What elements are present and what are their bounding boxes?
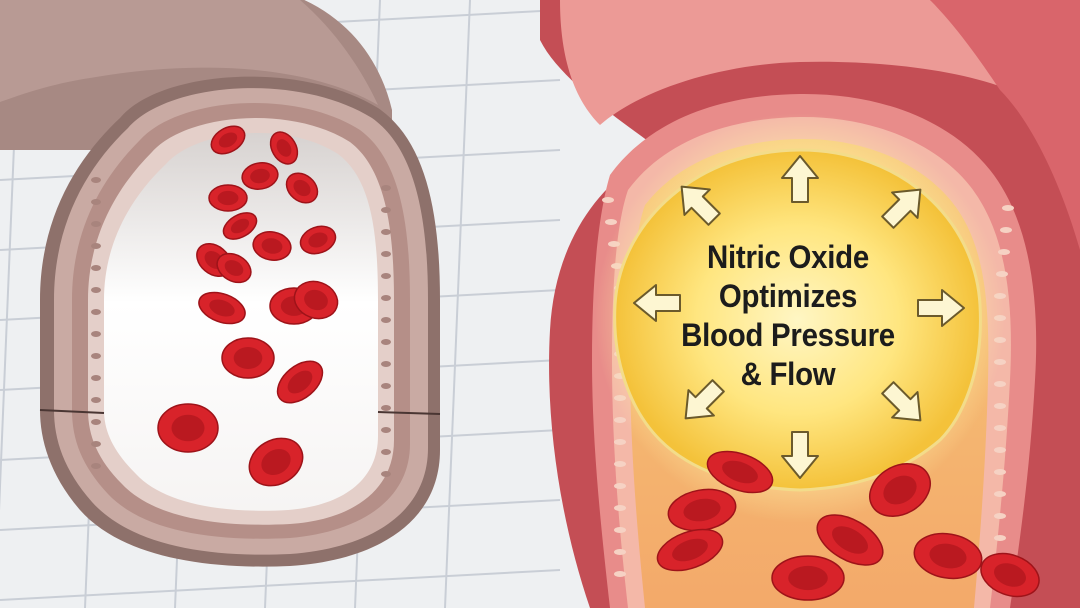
red-blood-cell-icon — [869, 463, 931, 517]
red-blood-cell-icon — [980, 552, 1040, 598]
red-blood-cell-icon — [771, 555, 845, 601]
red-blood-cell-icon — [210, 125, 246, 155]
caption-line-2: Optimizes — [718, 278, 858, 314]
constricted-vessel-icon — [0, 0, 441, 567]
red-blood-cell-icon — [816, 514, 884, 566]
caption-line-3: Blood Pressure — [681, 317, 895, 353]
expansion-arrow-icon — [633, 284, 681, 322]
expansion-arrow-icon — [881, 381, 922, 422]
red-blood-cell-icon — [221, 337, 275, 379]
caption-line-1: Nitric Oxide — [707, 239, 869, 275]
red-blood-cell-icon — [208, 184, 248, 212]
expansion-arrow-icon — [781, 431, 819, 479]
expansion-arrow-icon — [684, 379, 725, 420]
red-blood-cell-icon — [222, 212, 258, 240]
red-blood-cell-icon — [285, 172, 319, 204]
red-blood-cell-icon — [241, 162, 279, 190]
red-blood-cells — [157, 125, 1040, 601]
red-blood-cell-icon — [198, 291, 246, 325]
red-blood-cell-icon — [667, 488, 737, 532]
red-blood-cell-icon — [216, 252, 252, 284]
red-blood-cell-icon — [248, 437, 304, 487]
expansion-arrow-icon — [781, 155, 819, 203]
red-blood-cell-icon — [157, 403, 219, 453]
red-blood-cell-icon — [269, 131, 299, 165]
red-blood-cell-icon — [913, 532, 983, 580]
red-blood-cell-icon — [299, 225, 337, 255]
red-blood-cell-icon — [706, 450, 774, 494]
red-blood-cell-icon — [252, 231, 292, 261]
nitric-oxide-caption: Nitric Oxide Optimizes Blood Pressure & … — [650, 238, 926, 394]
red-blood-cell-icon — [276, 360, 324, 404]
caption-line-4: & Flow — [740, 356, 836, 392]
red-blood-cell-icon — [293, 280, 339, 320]
expansion-arrow-icon — [881, 188, 922, 229]
expansion-arrows — [633, 155, 965, 479]
red-blood-cell-icon — [656, 528, 724, 572]
expansion-arrow-icon — [680, 185, 721, 226]
expansion-arrow-icon — [917, 289, 965, 327]
